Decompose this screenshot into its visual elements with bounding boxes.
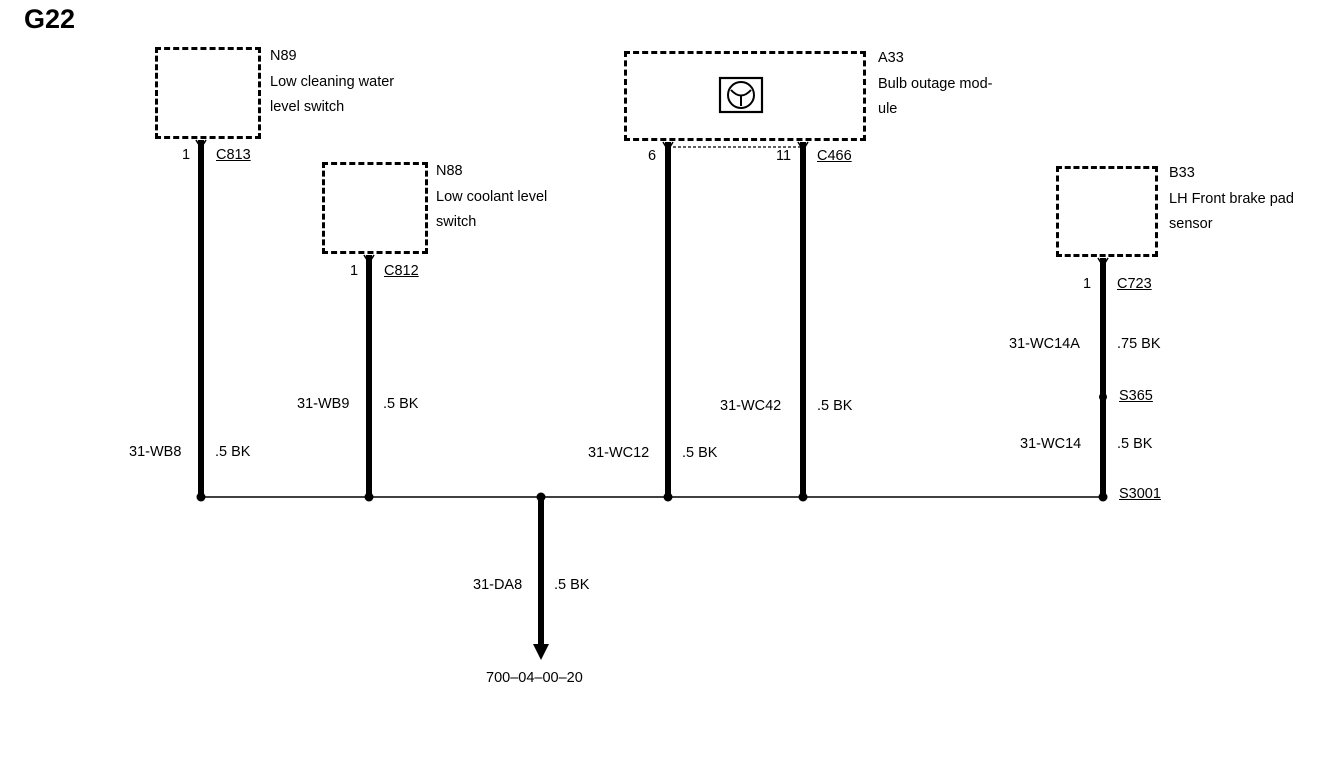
wire-31-wc14-spec: .5 BK [1117,436,1153,452]
a33-code: A33 [878,50,904,66]
b33-connector-id[interactable]: C723 [1117,276,1152,292]
n88-pin-number: 1 [350,263,359,279]
b33-pin-chevron [1097,257,1109,268]
n89-connector-id[interactable]: C813 [216,147,251,163]
n89-name-line1: Low cleaning water [270,74,395,90]
b33-name-line2: sensor [1169,216,1213,232]
ground-reference[interactable]: 700–04–00–20 [486,670,583,686]
b33-code: B33 [1169,165,1195,181]
n89-code: N89 [270,48,297,64]
wire-31-da8-spec: .5 BK [554,577,590,593]
wire-31-wb9-id: 31-WB9 [297,396,350,412]
a33-pin-number-left: 6 [648,148,657,164]
n88-pin-chevron [363,254,375,265]
junction-dot [196,492,206,502]
wire-31-wc12-id: 31-WC12 [588,445,650,461]
bulb-outage-icon [718,76,764,114]
n89-name-line2: level switch [270,99,345,115]
splice-s365-dot [1099,393,1107,401]
a33-pin-number-right: 11 [776,148,792,164]
junction-dot [798,492,808,502]
a33-name-line1: Bulb outage mod- [878,76,993,92]
wire-31-wc12-spec: .5 BK [682,445,718,461]
a33-name-line2: ule [878,101,898,117]
n88-code: N88 [436,163,463,179]
n89-pin-number: 1 [182,147,191,163]
b33-component-box[interactable] [1056,166,1158,257]
wire-31-da8-id: 31-DA8 [473,577,523,593]
wire-31-wb8-id: 31-WB8 [129,444,182,460]
b33-pin-number: 1 [1083,276,1092,292]
splice-s3001-dot [1098,492,1108,502]
wire-31-wc14-id: 31-WC14 [1020,436,1082,452]
wire-31-wb9-spec: .5 BK [383,396,419,412]
n89-pin-chevron [195,139,207,150]
junction-dot [663,492,673,502]
ground-arrow-icon [533,644,549,660]
b33-name-line1: LH Front brake pad [1169,191,1294,207]
wire-31-wc42-id: 31-WC42 [720,398,782,414]
diagram-title: G22 [24,4,76,34]
splice-s365-label[interactable]: S365 [1119,388,1153,404]
wire-31-wb8-spec: .5 BK [215,444,251,460]
junction-dot [364,492,374,502]
wire-31-wc14a-spec: .75 BK [1117,336,1161,352]
splice-s3001-label[interactable]: S3001 [1119,486,1161,502]
a33-pin6-chevron [662,141,674,152]
n88-name-line2: switch [436,214,477,230]
n89-component-box[interactable] [155,47,261,139]
a33-connector-id[interactable]: C466 [817,148,852,164]
n88-name-line1: Low coolant level [436,189,548,205]
wire-31-wc42-spec: .5 BK [817,398,853,414]
a33-pin11-chevron [797,141,809,152]
a33-component-box[interactable] [624,51,866,141]
n88-connector-id[interactable]: C812 [384,263,419,279]
wire-31-wc14a-id: 31-WC14A [1009,336,1080,352]
n88-component-box[interactable] [322,162,428,254]
